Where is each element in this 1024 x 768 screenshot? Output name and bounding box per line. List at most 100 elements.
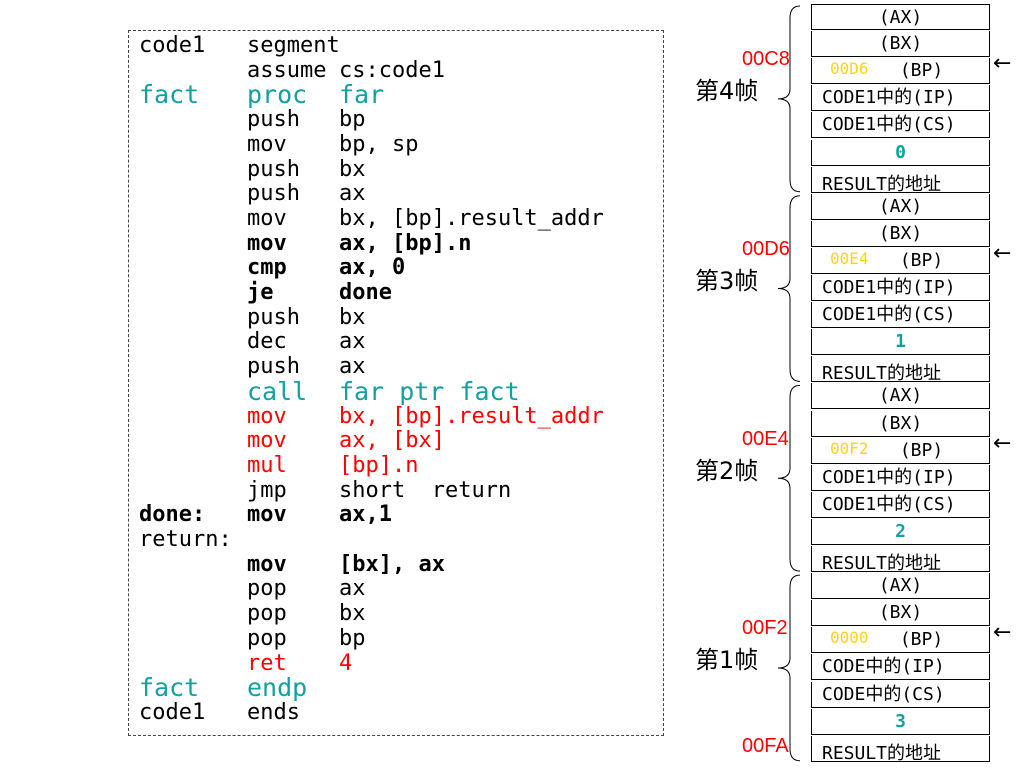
code-args: bp, sp <box>339 131 419 157</box>
code-args: bx <box>339 156 366 182</box>
code-op: pop <box>247 576 287 602</box>
bp-label: (BP) <box>899 629 944 651</box>
stack-cell-ip: CODE中的(IP) <box>811 654 990 681</box>
code-args: ax, [bp].n <box>339 230 472 256</box>
code-args: bp <box>339 625 366 651</box>
bottom-address: 00FA <box>742 734 789 757</box>
stack-cell-ax: (AX) <box>811 383 990 410</box>
old-bp-value: 00E4 <box>830 248 869 268</box>
code-args: bx, [bp].result_addr <box>339 205 604 231</box>
code-args: ax,1 <box>339 502 392 528</box>
stack-cell-result: RESULT的地址 <box>811 735 990 762</box>
code-op: assume <box>247 57 327 83</box>
code-args: ax, [bx] <box>339 428 445 454</box>
code-op: endp <box>247 673 308 703</box>
code-label: done: <box>139 502 206 528</box>
code-label: fact <box>139 80 200 110</box>
code-op: ret <box>247 650 287 676</box>
code-op: mov <box>247 131 287 157</box>
bp-address: 00F2 <box>742 617 788 640</box>
code-label: code1 <box>139 699 206 725</box>
code-args: ax <box>339 354 366 380</box>
code-label: return: <box>139 527 232 552</box>
stack-cell-bp: 0000 (BP) <box>811 627 990 654</box>
frame-label: 第3帧 <box>695 267 759 295</box>
stack-cell-cs: CODE1中的(CS) <box>811 491 990 518</box>
stack-cell-n: 3 <box>811 708 990 735</box>
stack-cell-bx: (BX) <box>811 410 990 437</box>
code-op: mov <box>247 230 287 256</box>
stack-cell-result: RESULT的地址 <box>811 356 990 383</box>
code-args: ax <box>339 576 366 602</box>
code-op: mov <box>247 502 287 528</box>
stack-cell-ax: (AX) <box>811 4 990 30</box>
code-args: done <box>339 280 392 305</box>
stack-cell-ip: CODE1中的(IP) <box>811 464 990 491</box>
code-op: push <box>247 156 300 182</box>
code-label: fact <box>139 673 200 703</box>
code-op: dec <box>247 329 287 355</box>
stack-cell-bx: (BX) <box>811 600 990 627</box>
stack-cell-cs: CODE1中的(CS) <box>811 112 990 139</box>
code-op: push <box>247 107 300 133</box>
old-bp-value: 00F2 <box>830 438 869 458</box>
stack-cell-bp: 00F2 (BP) <box>811 437 990 464</box>
code-args: bx <box>339 304 366 330</box>
frame-label: 第2帧 <box>695 456 759 485</box>
code-op: cmp <box>247 255 287 281</box>
stack-cell-result: RESULT的地址 <box>811 546 990 572</box>
code-args: bx, [bp].result_addr <box>339 403 604 429</box>
bp-label: (BP) <box>899 60 944 82</box>
frame-brace <box>777 195 801 382</box>
code-op: je <box>247 280 274 305</box>
code-op: pop <box>247 601 287 627</box>
code-op: pop <box>247 625 287 651</box>
stack-cell-result: RESULT的地址 <box>811 166 990 193</box>
code-args: [bx], ax <box>339 551 445 577</box>
code-op: mul <box>247 452 287 478</box>
stack-cell-bx: (BX) <box>811 31 990 58</box>
old-bp-value: 00D6 <box>830 59 869 79</box>
code-op: call <box>247 376 308 406</box>
bp-label: (BP) <box>899 439 944 461</box>
code-op: push <box>247 181 300 207</box>
code-op: segment <box>247 33 340 58</box>
code-op: proc <box>247 80 308 110</box>
code-args: far <box>339 80 385 110</box>
stack-cell-ip: CODE1中的(IP) <box>811 275 990 301</box>
frame-brace <box>777 5 801 193</box>
bp-pointer-arrow: ← <box>993 51 1012 77</box>
old-bp-value: 0000 <box>830 628 869 648</box>
code-op: push <box>247 354 300 380</box>
code-args: 4 <box>339 650 353 676</box>
code-args: ax <box>339 329 366 355</box>
code-op: mov <box>247 205 287 231</box>
bp-pointer-arrow: ← <box>993 620 1012 646</box>
bp-pointer-arrow: ← <box>993 430 1012 456</box>
stack-cell-ax: (AX) <box>811 193 990 220</box>
bp-label: (BP) <box>899 249 944 271</box>
code-args: ax, 0 <box>339 255 406 281</box>
code-args: ax <box>339 181 366 207</box>
code-op: mov <box>247 428 287 454</box>
code-args: cs:code1 <box>339 57 445 83</box>
stack-cell-ax: (AX) <box>811 573 990 600</box>
bp-pointer-arrow: ← <box>993 240 1012 266</box>
stack-cell-bx: (BX) <box>811 220 990 247</box>
code-label: code1 <box>139 33 206 58</box>
code-op: push <box>247 304 300 330</box>
bp-address: 00D6 <box>742 237 790 260</box>
stack-cell-bp: 00E4 (BP) <box>811 247 990 274</box>
code-args: short return <box>339 477 512 503</box>
code-op: mov <box>247 551 287 577</box>
frame-label: 第1帧 <box>695 646 759 675</box>
frame-brace <box>777 384 801 572</box>
code-op: jmp <box>247 477 287 503</box>
stack-cell-n: 1 <box>811 329 990 356</box>
bp-address: 00C8 <box>742 48 790 71</box>
code-op: mov <box>247 403 287 429</box>
frame-brace <box>777 574 801 762</box>
stack-cell-ip: CODE1中的(IP) <box>811 85 990 112</box>
code-args: bp <box>339 107 366 133</box>
